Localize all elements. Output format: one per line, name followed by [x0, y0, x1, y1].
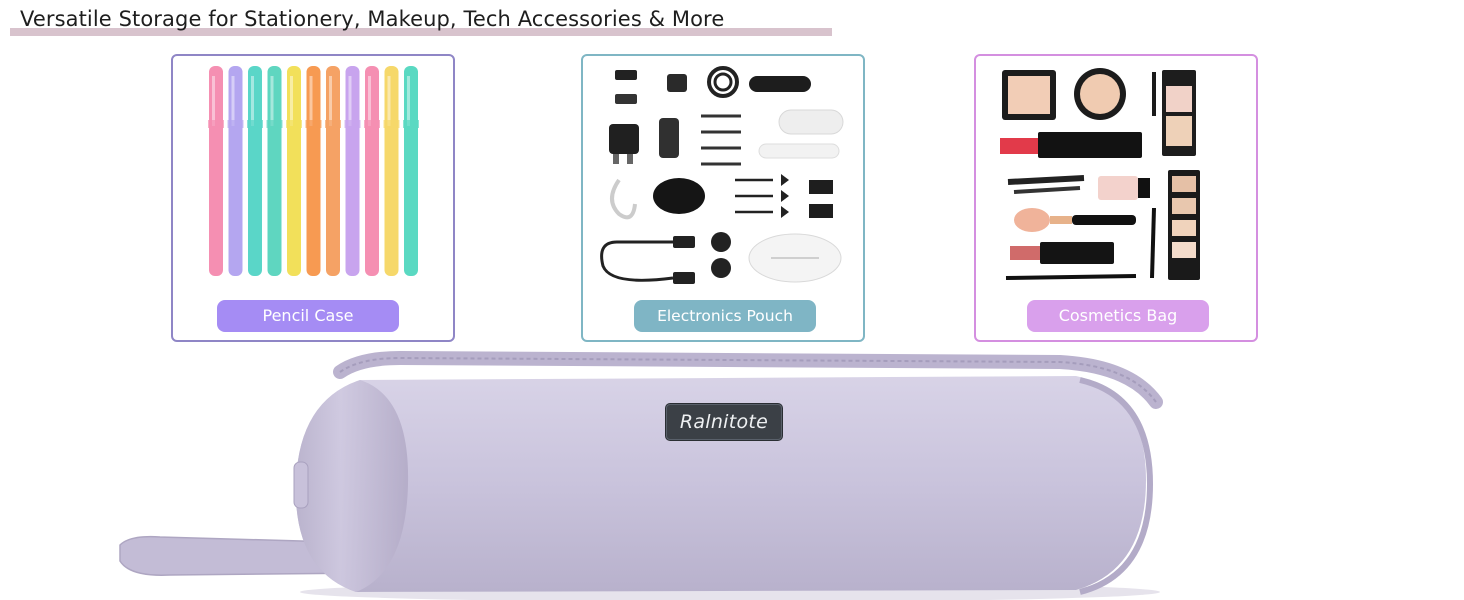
cosmetics-illustration: [1000, 68, 1200, 280]
headline-underline: [10, 28, 832, 36]
pen: [247, 66, 263, 276]
pen: [383, 66, 400, 276]
pen: [325, 66, 341, 276]
headline-banner: Versatile Storage for Stationery, Makeup…: [10, 6, 832, 38]
pencil-case-product: [119, 350, 1163, 600]
pen: [208, 66, 224, 276]
pen: [305, 66, 322, 276]
electronics-illustration: [600, 66, 844, 284]
card-electronics-pouch: Electronics Pouch: [581, 54, 865, 342]
card-cosmetics-bag: Cosmetics Bag: [974, 54, 1258, 342]
pen: [266, 66, 283, 276]
pen: [227, 66, 244, 276]
electronics-pouch-label: Electronics Pouch: [634, 300, 816, 332]
headline: Versatile Storage for Stationery, Makeup…: [20, 7, 725, 31]
pen: [364, 66, 380, 276]
brand-label-tag: Ralnitote: [666, 404, 782, 440]
cosmetics-bag-label: Cosmetics Bag: [1027, 300, 1209, 332]
pens-illustration: [208, 66, 419, 276]
pen: [344, 66, 361, 276]
pen: [286, 66, 302, 276]
pen: [403, 66, 419, 276]
pencil-case-label: Pencil Case: [217, 300, 399, 332]
card-pencil-case: Pencil Case: [171, 54, 455, 342]
